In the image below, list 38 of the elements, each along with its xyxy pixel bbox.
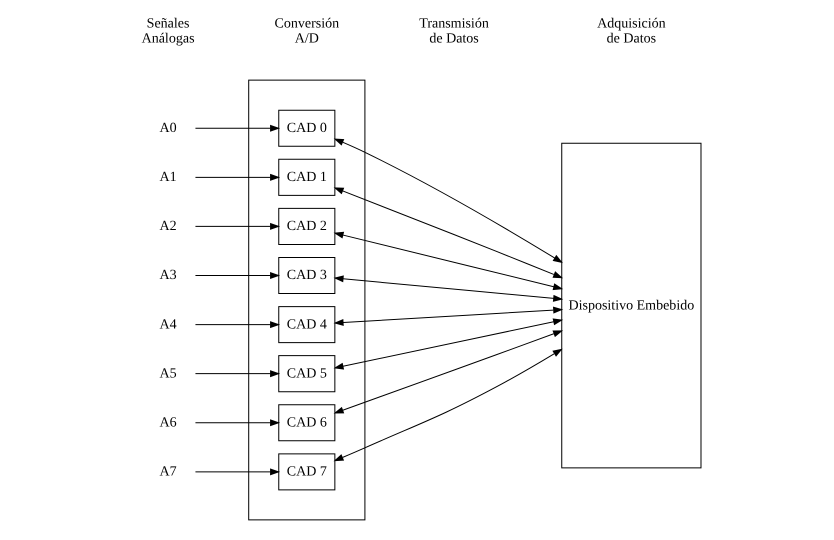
arrow: [194, 124, 280, 132]
node-box: CAD 6: [278, 404, 335, 442]
label: Adquisición de Datos: [596, 16, 666, 46]
arrow: [194, 419, 280, 426]
node-text: A1: [158, 170, 176, 186]
node-text: A7: [158, 464, 176, 480]
node-text: A0: [158, 120, 176, 136]
node-box: CAD 1: [278, 158, 335, 196]
arrow: [333, 348, 562, 462]
arrow: [194, 272, 280, 280]
arrow: [194, 468, 280, 476]
arrow: [333, 330, 563, 414]
arrow: [333, 275, 563, 302]
arrow: [333, 138, 562, 264]
arrow: [194, 222, 280, 230]
node-text: A5: [158, 366, 176, 382]
node-text: A2: [158, 219, 176, 234]
node-text: A6: [158, 415, 176, 430]
node-box: Dispositivo Embebido: [560, 142, 701, 468]
label: Transmisión de Datos: [418, 16, 488, 46]
node-box: CAD 7: [278, 453, 335, 490]
arrow: [194, 321, 280, 328]
arrow: [194, 174, 280, 181]
arrow: [333, 232, 563, 290]
arrow: [333, 306, 563, 326]
label: Conversión A/D: [274, 16, 339, 46]
node-box: CAD 3: [278, 256, 335, 294]
node-box: CAD 5: [278, 355, 335, 392]
node-text: A4: [158, 317, 176, 332]
arrow: [333, 318, 563, 370]
cluster: [248, 80, 365, 520]
arrow: [194, 370, 280, 378]
arrow: [333, 187, 563, 278]
node-box: CAD 0: [278, 110, 335, 147]
node-text: A3: [158, 268, 176, 284]
node-box: CAD 2: [278, 208, 335, 245]
label: Señales Análogas: [141, 16, 194, 46]
node-box: CAD 4: [278, 306, 335, 344]
